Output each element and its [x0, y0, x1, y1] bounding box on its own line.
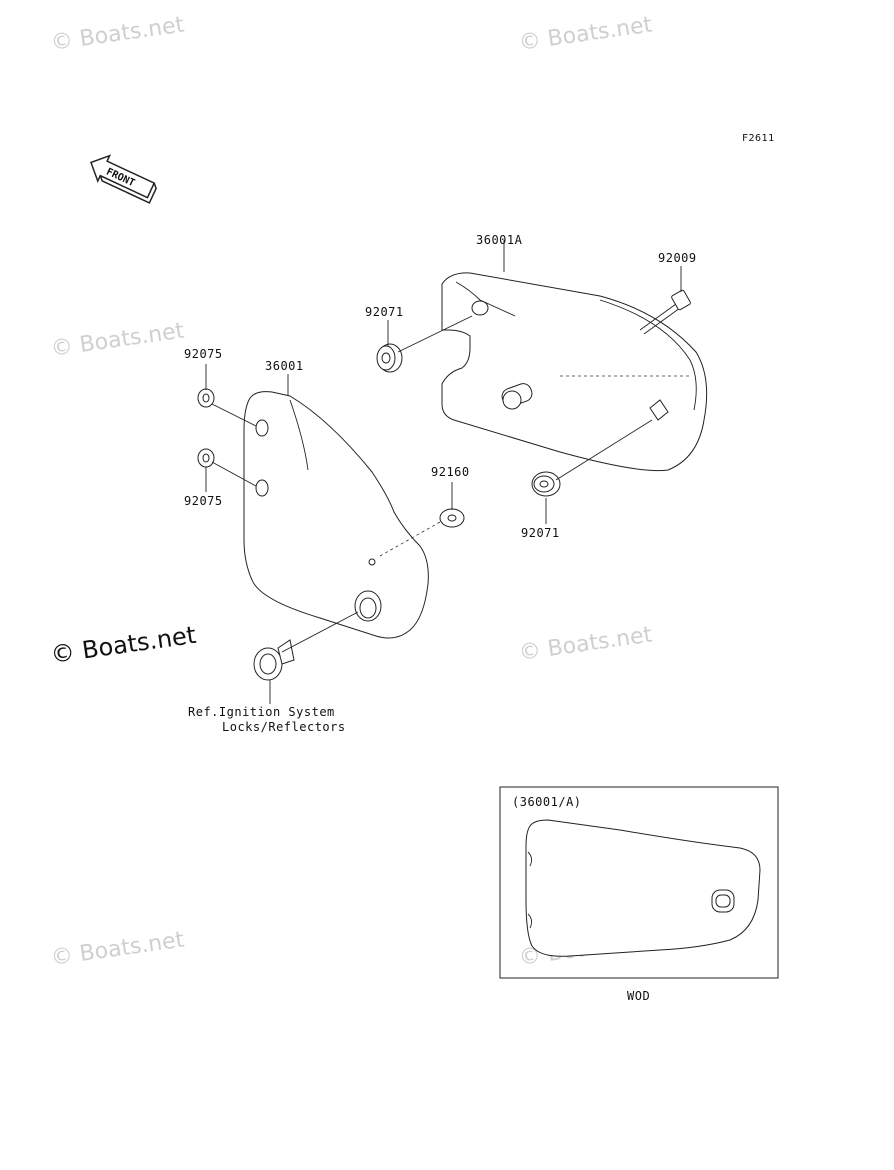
side-cover-left: [243, 391, 429, 639]
part-label-92071-lower: 92071: [521, 526, 560, 540]
bolt-92009-icon: [639, 289, 691, 335]
leader-line: [397, 315, 473, 353]
grommet-92071-upper-icon: [376, 343, 403, 373]
side-cover-right: [441, 272, 708, 472]
grommet-92075-lower-icon: [197, 448, 215, 468]
variant-inset: (36001/A) WOD: [499, 786, 779, 1003]
front-arrow-icon: FRONT: [90, 154, 157, 204]
watermark: © Boats.net: [49, 318, 186, 361]
grommet-92071-lower-icon: [531, 471, 561, 497]
part-label-36001: 36001: [265, 359, 304, 373]
part-label-92009: 92009: [658, 251, 697, 265]
lock-cylinder-icon: [253, 639, 295, 681]
watermark: © Boats.net: [517, 12, 654, 55]
washer-92160-icon: [439, 508, 465, 528]
leader-line: [211, 403, 257, 427]
inset-caption: WOD: [627, 989, 650, 1003]
part-label-92075-lower: 92075: [184, 494, 223, 508]
watermark: © Boats.net: [517, 622, 654, 665]
reference-note-line1: Ref.Ignition System: [188, 705, 335, 719]
part-label-92071-upper: 92071: [365, 305, 404, 319]
inset-cover-shape: [525, 819, 761, 957]
leader-line: [211, 461, 257, 487]
watermark-dark: © Boats.net: [49, 621, 198, 669]
watermark: © Boats.net: [49, 12, 186, 55]
grommet-92075-upper-icon: [197, 388, 215, 408]
watermark: © Boats.net: [49, 927, 186, 970]
leader-line: [555, 419, 653, 481]
part-label-36001A: 36001A: [476, 233, 523, 247]
figure-code: F2611: [742, 133, 775, 144]
leader-line: [281, 611, 359, 653]
inset-title: (36001/A): [512, 795, 582, 809]
reference-note-line2: Locks/Reflectors: [222, 720, 346, 734]
part-label-92075-upper: 92075: [184, 347, 223, 361]
part-label-92160: 92160: [431, 465, 470, 479]
